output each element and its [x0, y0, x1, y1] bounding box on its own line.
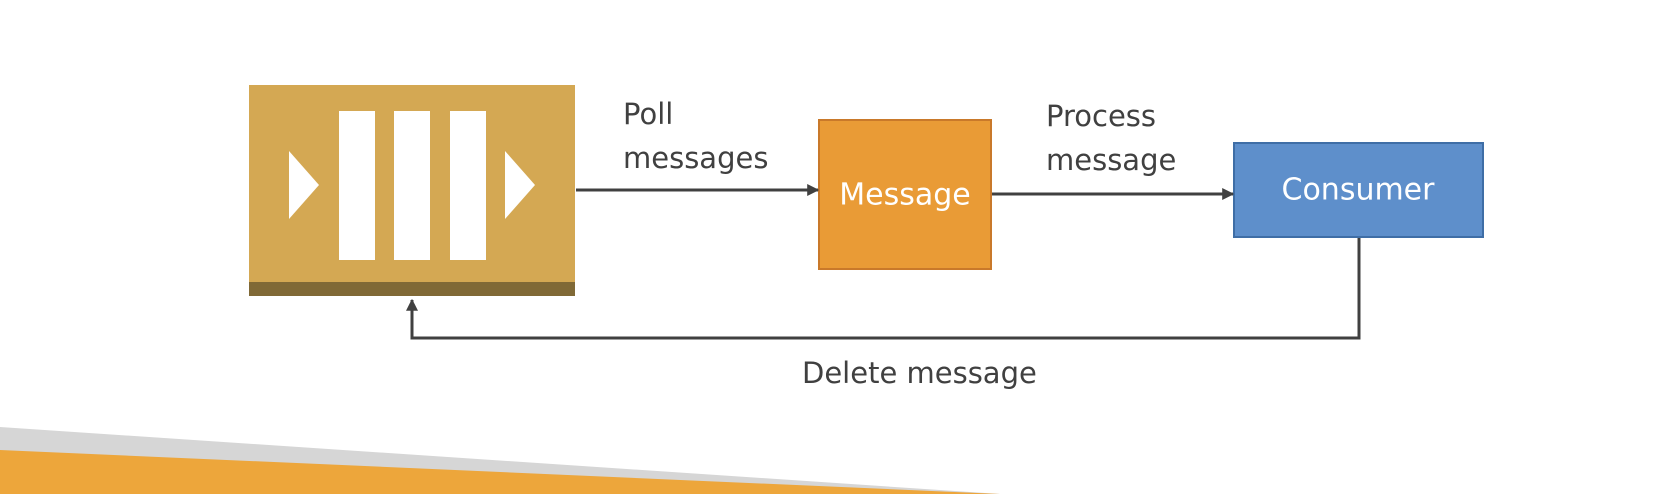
footer-orange-band — [0, 450, 1000, 494]
edge-delete: Delete message — [406, 238, 1361, 390]
delete-arrow — [406, 238, 1361, 340]
message-label: Message — [839, 178, 970, 213]
queue-left-arrow — [289, 151, 319, 219]
process-label-line-1: Process — [1046, 99, 1156, 133]
edge-process: Process message — [992, 99, 1235, 200]
message-node: Message — [818, 119, 992, 270]
queue-bar-3 — [450, 111, 486, 260]
queue-base — [249, 282, 575, 296]
consumer-label: Consumer — [1282, 173, 1436, 208]
consumer-box — [1233, 142, 1484, 238]
sqs-queue-icon — [249, 85, 575, 296]
consumer-node: Consumer — [1233, 142, 1484, 238]
delete-label: Delete message — [802, 356, 1037, 390]
queue-right-arrow — [505, 151, 535, 219]
edge-poll: Poll messages — [576, 97, 820, 196]
process-label-line-2: message — [1046, 143, 1176, 177]
queue-bar-1 — [339, 111, 375, 260]
poll-label-line-2: messages — [623, 141, 768, 175]
queue-bar-2 — [394, 111, 430, 260]
message-box — [818, 119, 992, 270]
poll-label-line-1: Poll — [623, 97, 673, 131]
